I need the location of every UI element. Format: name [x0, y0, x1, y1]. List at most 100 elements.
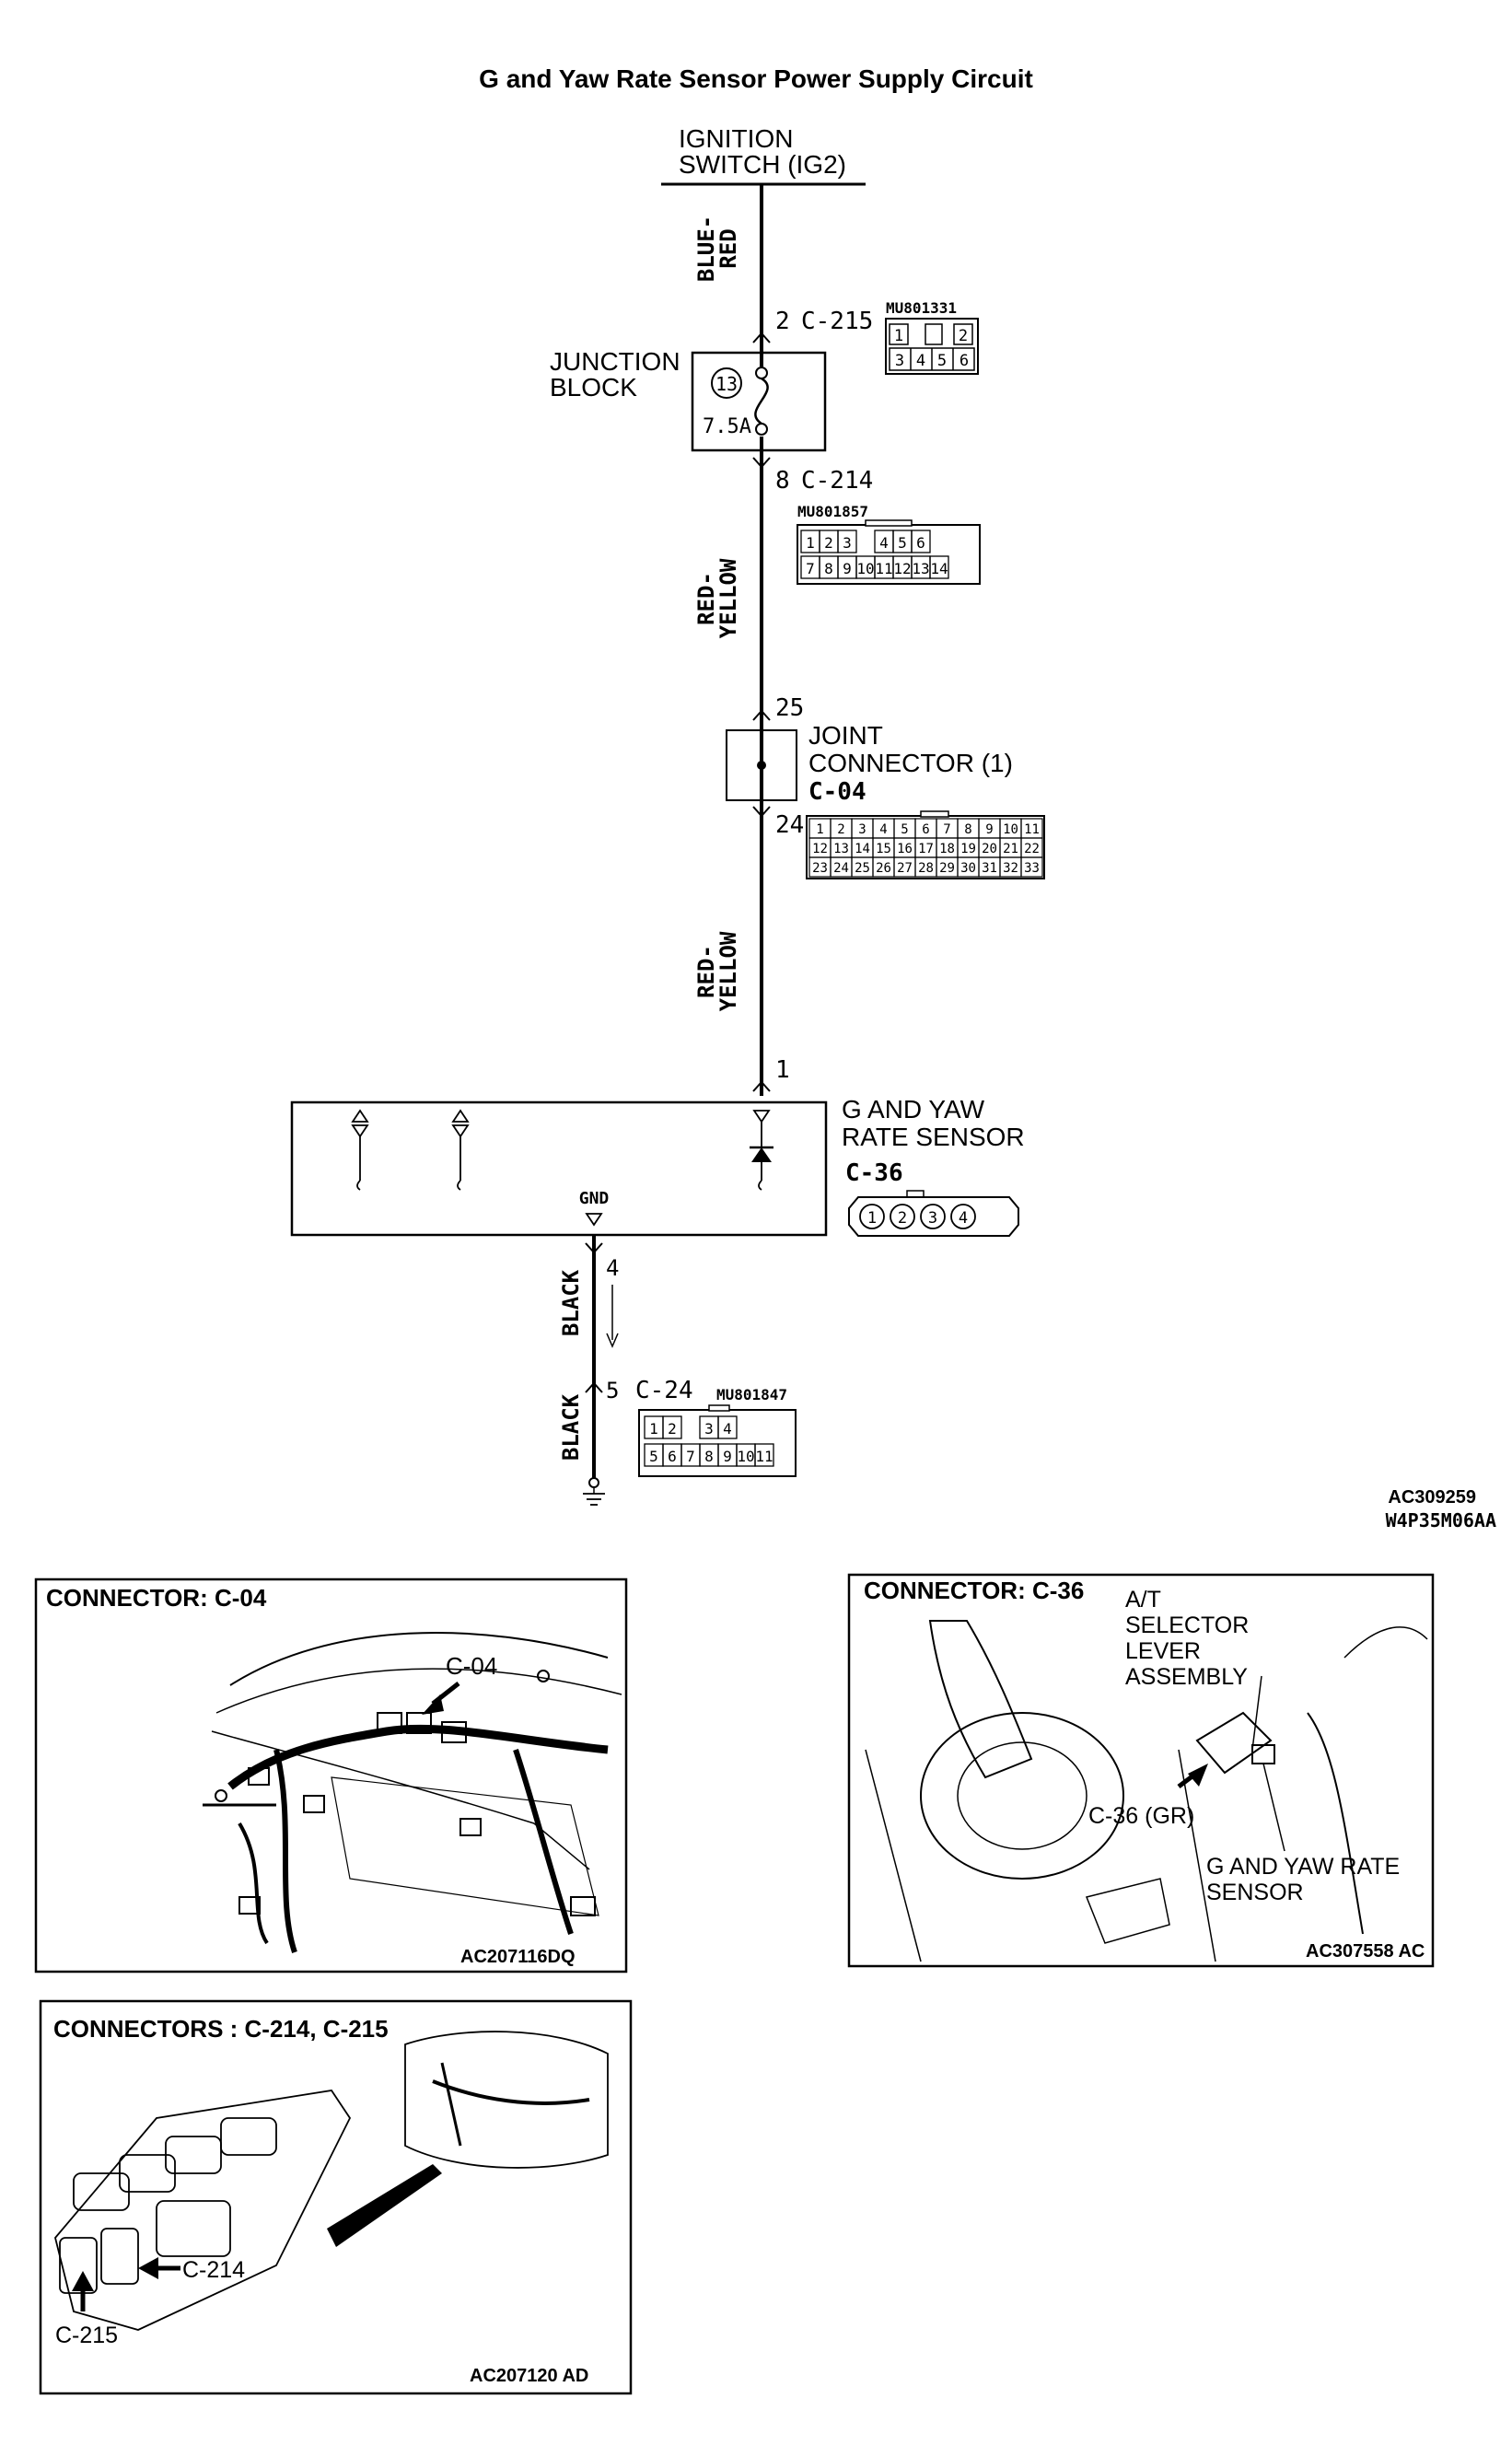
sensor-label-line2: RATE SENSOR: [842, 1123, 1025, 1151]
sensor-label-line1: G AND YAW: [842, 1095, 985, 1124]
c214-pin: 8: [775, 467, 790, 495]
c24-pin: 5: [606, 1378, 619, 1403]
c04-pin-number: 32: [1003, 861, 1018, 876]
c24-cell: [754, 1443, 774, 1467]
fuse-number-circle: [711, 367, 742, 399]
panel-c36-code: AC307558 AC: [1306, 1941, 1425, 1962]
panel-c215-callout: C-215: [55, 2323, 118, 2348]
svg-text:5: 5: [937, 352, 947, 370]
panel-c36-selector-line4: ASSEMBLY: [1125, 1664, 1248, 1690]
wire-label-black-lower: BLACK: [558, 1393, 584, 1461]
c36-pin-number: 2: [898, 1209, 907, 1228]
panel-c36-sensor-line2: SENSOR: [1206, 1880, 1304, 1905]
c04-pin-number: 4: [879, 822, 887, 837]
c04-pin-number: 33: [1024, 861, 1040, 876]
c04-pin-number: 7: [943, 822, 950, 837]
svg-text:3: 3: [895, 352, 904, 370]
c04-pin-number: 5: [901, 822, 908, 837]
jc-out-mark: [752, 806, 771, 818]
c214-pin-number: 2: [824, 534, 833, 552]
c214-pin-number: 7: [806, 560, 815, 577]
panel-c214-title: CONNECTORS : C-214, C-215: [53, 2015, 389, 2043]
sensor-in-pin: 1: [775, 1056, 790, 1084]
panel-c36-selector-line3: LEVER: [1125, 1638, 1201, 1664]
selector-lever-illustration: [865, 1620, 1428, 1962]
svg-text:RED: RED: [715, 228, 741, 268]
sensor-id: C-36: [845, 1159, 903, 1187]
c04-pin-number: 22: [1024, 842, 1040, 856]
wire-label-red-yellow-upper: RED- YELLOW: [693, 558, 741, 638]
svg-text:BLUE-: BLUE-: [693, 215, 719, 282]
source-label-line2: SWITCH (IG2): [679, 150, 846, 179]
c04-cell: [1020, 856, 1043, 878]
c04-pin-number: 16: [897, 842, 913, 856]
svg-text:YELLOW: YELLOW: [715, 558, 741, 638]
c24-pin-number: 5: [649, 1448, 658, 1465]
c04-pin-number: 29: [939, 861, 955, 876]
c04-pin-number: 23: [812, 861, 828, 876]
c24-connector-mark: [585, 1381, 603, 1393]
c214-pin-number: 14: [930, 560, 948, 577]
panel-connectors-c214-c215: CONNECTORS : C-214, C-215 C-214 C-215 AC…: [39, 1999, 633, 2395]
c24-pin-number: 4: [723, 1420, 732, 1438]
c24-pin-number: 10: [737, 1448, 754, 1465]
sensor-internal-terminals: [351, 1109, 771, 1191]
c24-pin-number: 6: [668, 1448, 677, 1465]
svg-text:1: 1: [894, 327, 903, 345]
panel-c214-callout: C-214: [182, 2257, 245, 2283]
c04-pin-number: 27: [897, 861, 913, 876]
c24-pin-number: 2: [668, 1420, 677, 1438]
c04-pin-number: 25: [855, 861, 870, 876]
wire-label-blue-red: BLUE- RED: [693, 215, 741, 282]
svg-text:RED-: RED-: [693, 572, 719, 625]
c215-connector-face: MU801331 1 2 3 4 5 6: [885, 299, 979, 375]
panel-c36-title: CONNECTOR: C-36: [864, 1577, 1084, 1604]
svg-text:4: 4: [916, 352, 925, 370]
c24-cell: [717, 1415, 738, 1439]
c214-pin-number: 8: [824, 560, 833, 577]
c214-pin-number: 10: [856, 560, 874, 577]
c04-pin-number: 17: [918, 842, 934, 856]
source-label-line1: IGNITION: [679, 124, 793, 153]
panel-connector-c36: CONNECTOR: C-36 A/T SELECTOR LEVER ASSEM…: [847, 1573, 1435, 1968]
c214-id: C-214: [801, 467, 873, 495]
c04-pin-number: 13: [833, 842, 849, 856]
c215-pin: 2: [775, 308, 790, 335]
c24-id: C-24: [635, 1377, 693, 1404]
svg-text:MU801847: MU801847: [716, 1386, 787, 1403]
c214-cell: [837, 530, 857, 553]
svg-text:RED-: RED-: [693, 945, 719, 998]
c36-pin-number: 1: [867, 1209, 877, 1228]
c214-connector-mark: [752, 457, 771, 469]
c36-pin: [920, 1204, 946, 1229]
diagram-title: G and Yaw Rate Sensor Power Supply Circu…: [479, 64, 1033, 93]
c214-pin-number: 4: [879, 534, 889, 552]
current-direction-arrow: [606, 1285, 619, 1348]
c214-pin-number: 1: [806, 534, 815, 552]
c04-pin-number: 11: [1024, 822, 1040, 837]
junction-block-label-line1: JUNCTION: [550, 347, 680, 376]
c04-pin-number: 26: [876, 861, 891, 876]
callout-arrow-c36: [1177, 1764, 1208, 1788]
c04-pin-number: 28: [918, 861, 934, 876]
sensor-gnd-label: GND: [579, 1189, 610, 1208]
joint-connector-label-line2: CONNECTOR (1): [808, 749, 1013, 777]
c214-pin-number: 13: [912, 560, 929, 577]
c04-pin-number: 18: [939, 842, 955, 856]
panel-connector-c04: CONNECTOR: C-04 C-04 AC20: [34, 1578, 628, 1973]
c04-pin-number: 12: [812, 842, 828, 856]
panel-c214-code: AC207120 AD: [470, 2366, 588, 2386]
c04-pin-number: 14: [855, 842, 870, 856]
junction-block-illustration: [54, 2031, 609, 2331]
c214-pin-number: 5: [898, 534, 907, 552]
jc-in-pin: 25: [775, 694, 804, 722]
c04-pin-number: 21: [1003, 842, 1018, 856]
c36-pin: [950, 1204, 976, 1229]
figure-code-2: W4P35M06AA: [1386, 1509, 1496, 1531]
c04-pin-number: 6: [922, 822, 929, 837]
